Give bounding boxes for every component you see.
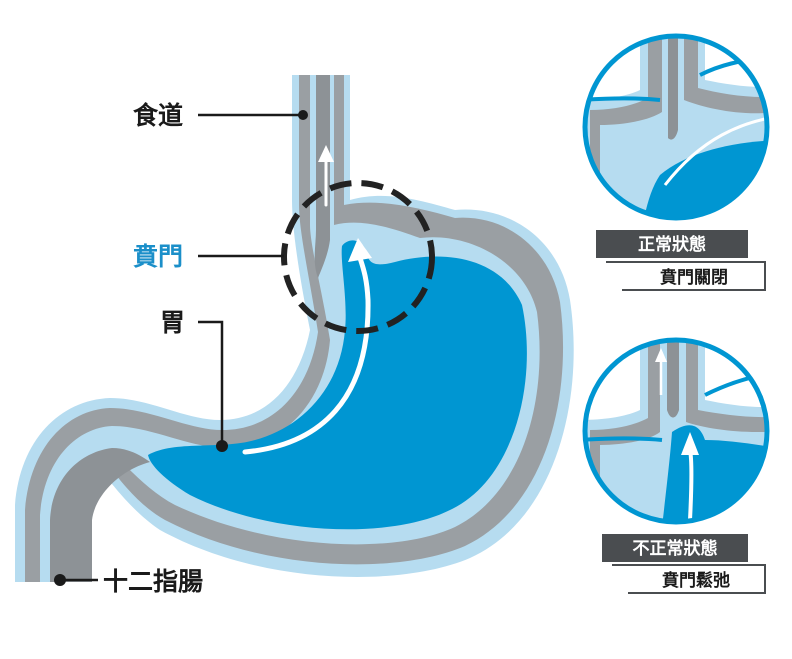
cardia-label: 賁門 [133, 242, 183, 271]
esophagus-arrow-head [318, 145, 334, 162]
abnormal-state-tag: 不正常狀態 賁門鬆弛 [602, 534, 766, 594]
stomach-illustration [15, 75, 574, 582]
duodenum-leader-dot [54, 574, 66, 586]
abnormal-inset [582, 337, 770, 525]
reflux-arrow-head [348, 238, 372, 262]
abnormal-state-description: 賁門鬆弛 [662, 570, 730, 591]
reflux-arrow [242, 255, 371, 455]
normal-state-tag: 正常狀態 賁門關閉 [596, 230, 766, 291]
normal-state-badge [596, 230, 748, 258]
esophagus-label: 食道 [133, 101, 183, 130]
abnormal-state-label: 不正常狀態 [633, 538, 718, 559]
esophagus-lumen [314, 75, 330, 278]
gastric-juice [148, 240, 527, 530]
stomach-label: 胃 [160, 308, 185, 337]
duodenum-label: 十二指腸 [103, 567, 203, 596]
abnormal-state-badge [602, 534, 748, 562]
normal-state-description: 賁門關閉 [660, 267, 728, 288]
stomach-leader [198, 320, 224, 445]
duodenum-lumen [50, 448, 150, 582]
esophagus-leader-dot [298, 110, 308, 120]
normal-inset [582, 33, 770, 221]
stomach-leader-dot [216, 440, 228, 452]
leader-lines [54, 110, 308, 586]
normal-state-label: 正常狀態 [638, 234, 706, 255]
